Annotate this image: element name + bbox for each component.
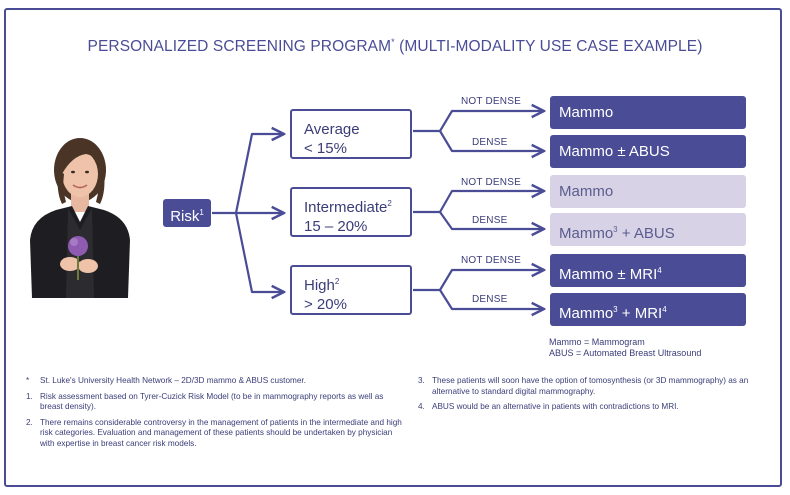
label-dense: DENSE — [472, 294, 508, 305]
label-dense: DENSE — [472, 137, 508, 148]
abbreviation-legend: Mammo = Mammogram ABUS = Automated Breas… — [549, 337, 701, 359]
legend-line: ABUS = Automated Breast Ultrasound — [549, 348, 702, 358]
footnote: 1.Risk assessment based on Tyrer-Cuzick … — [26, 391, 384, 412]
footnote: 2.There remains considerable controversy… — [26, 417, 402, 448]
label-not-dense: NOT DENSE — [461, 177, 521, 188]
footnote: 3.These patients will soon have the opti… — [418, 376, 749, 396]
footnotes-left: *St. Luke's University Health Network – … — [26, 376, 406, 454]
outcome-average-not-dense: Mammo — [550, 96, 746, 129]
outcome-high-not-dense: Mammo ± MRI4 — [550, 254, 746, 287]
category-intermediate: Intermediate2 15 – 20% — [290, 187, 412, 237]
outcome-high-dense: Mammo3 + MRI4 — [550, 293, 746, 326]
outcome-intermediate-dense: Mammo3 + ABUS — [550, 213, 746, 246]
footnotes-right: 3.These patients will soon have the opti… — [418, 376, 770, 418]
slide-frame — [4, 8, 782, 487]
label-not-dense: NOT DENSE — [461, 96, 521, 107]
person-photo — [30, 138, 130, 298]
risk-node: Risk1 — [163, 199, 211, 227]
legend-line: Mammo = Mammogram — [549, 337, 645, 347]
label-not-dense: NOT DENSE — [461, 255, 521, 266]
page-title: PERSONALIZED SCREENING PROGRAM* (MULTI-M… — [87, 37, 703, 56]
footnote: 4.ABUS would be an alternative in patien… — [418, 402, 679, 411]
category-average: Average < 15% — [290, 109, 412, 159]
outcome-average-dense: Mammo ± ABUS — [550, 135, 746, 168]
label-dense: DENSE — [472, 215, 508, 226]
footnote: *St. Luke's University Health Network – … — [26, 376, 306, 385]
category-high: High2 > 20% — [290, 265, 412, 315]
outcome-intermediate-not-dense: Mammo — [550, 175, 746, 208]
